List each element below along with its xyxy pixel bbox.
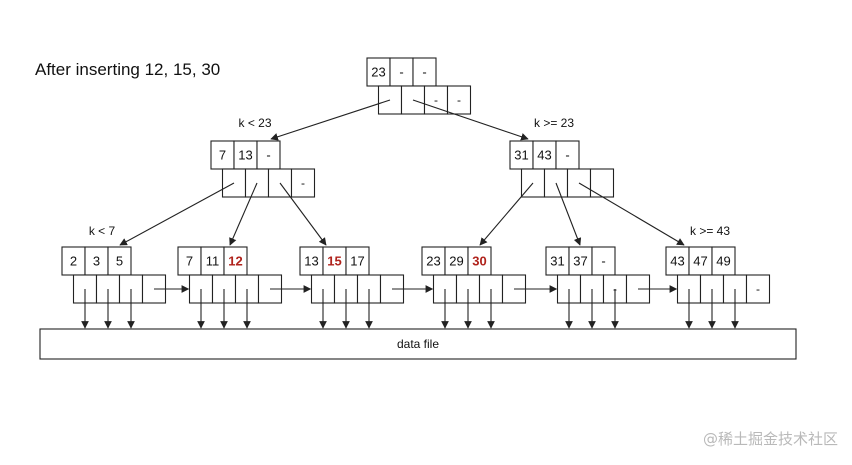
root-node-pointer-text: - [434,93,438,107]
leaf-node-6-key-text: 49 [716,253,730,268]
root-to-right-arrow [412,99,529,141]
leaf-node-2-key-text: 12 [228,253,242,268]
data-file-box [39,328,797,360]
leaf-node-2-key-text: 7 [186,253,193,268]
internal-node-right-key-text: 43 [537,147,551,162]
leaf-node-1-key-text: 2 [70,253,77,268]
condition-label-right: k >= 23 [534,116,574,130]
internal-node-left-pointer-cell [290,168,316,198]
leaf-node-5-key-text: 31 [550,253,564,268]
root-to-left-arrow [270,99,391,141]
internal-node-right-key-text: 31 [514,147,528,162]
root-node-key-text: - [422,64,426,79]
data-file-label: data file [397,337,439,351]
leaf-node-4-key-text: 29 [449,253,463,268]
leaf-node-6-pointer-text: - [756,282,760,296]
condition-label-k-ge-43: k >= 43 [690,224,730,238]
leaf-node-3-key-text: 13 [304,253,318,268]
internal-node-left-key-text: 7 [219,147,226,162]
watermark: @稀土掘金技术社区 [702,430,838,448]
leaf-node-6-key-text: 47 [693,253,707,268]
root-node-key-text: - [399,64,403,79]
right-to-leaf4-arrow [479,182,534,246]
leaf-node-6-pointer-cell [745,274,771,304]
leaf-node-4-key-text: 30 [472,253,486,268]
leaf-node-4-key-text: 23 [426,253,440,268]
left-to-leaf3-arrow [279,182,327,246]
internal-node-left-pointer-text: - [301,176,305,190]
leaf-node-3-key-text: 15 [327,253,341,268]
leaf-node-5-key-text: - [601,253,605,268]
leaf-node-2-key-text: 11 [206,253,220,268]
right-to-leaf5-arrow [555,182,582,246]
right-to-leaf6-arrow [578,182,685,246]
internal-node-right-pointer-cell [589,168,615,198]
internal-node-left-key-text: 13 [238,147,252,162]
condition-label-left: k < 23 [238,116,271,130]
leaf-node-1-key-text: 5 [116,253,123,268]
leaf-node-6-key-text: 43 [670,253,684,268]
internal-node-left-key-text: - [266,147,270,162]
condition-label-k-lt-7: k < 7 [89,224,116,238]
left-to-leaf1-arrow [119,182,235,246]
left-to-leaf2-arrow [229,182,258,246]
internal-node-right-key-text: - [565,147,569,162]
root-node-pointer-cell [446,85,472,115]
leaf-node-5-key-text: 37 [573,253,587,268]
diagram-caption: After inserting 12, 15, 30 [35,60,221,79]
leaf-node-1-key-text: 3 [93,253,100,268]
leaf-node-3-key-text: 17 [350,253,364,268]
root-node-key-text: 23 [371,64,385,79]
root-node-pointer-text: - [457,93,461,107]
